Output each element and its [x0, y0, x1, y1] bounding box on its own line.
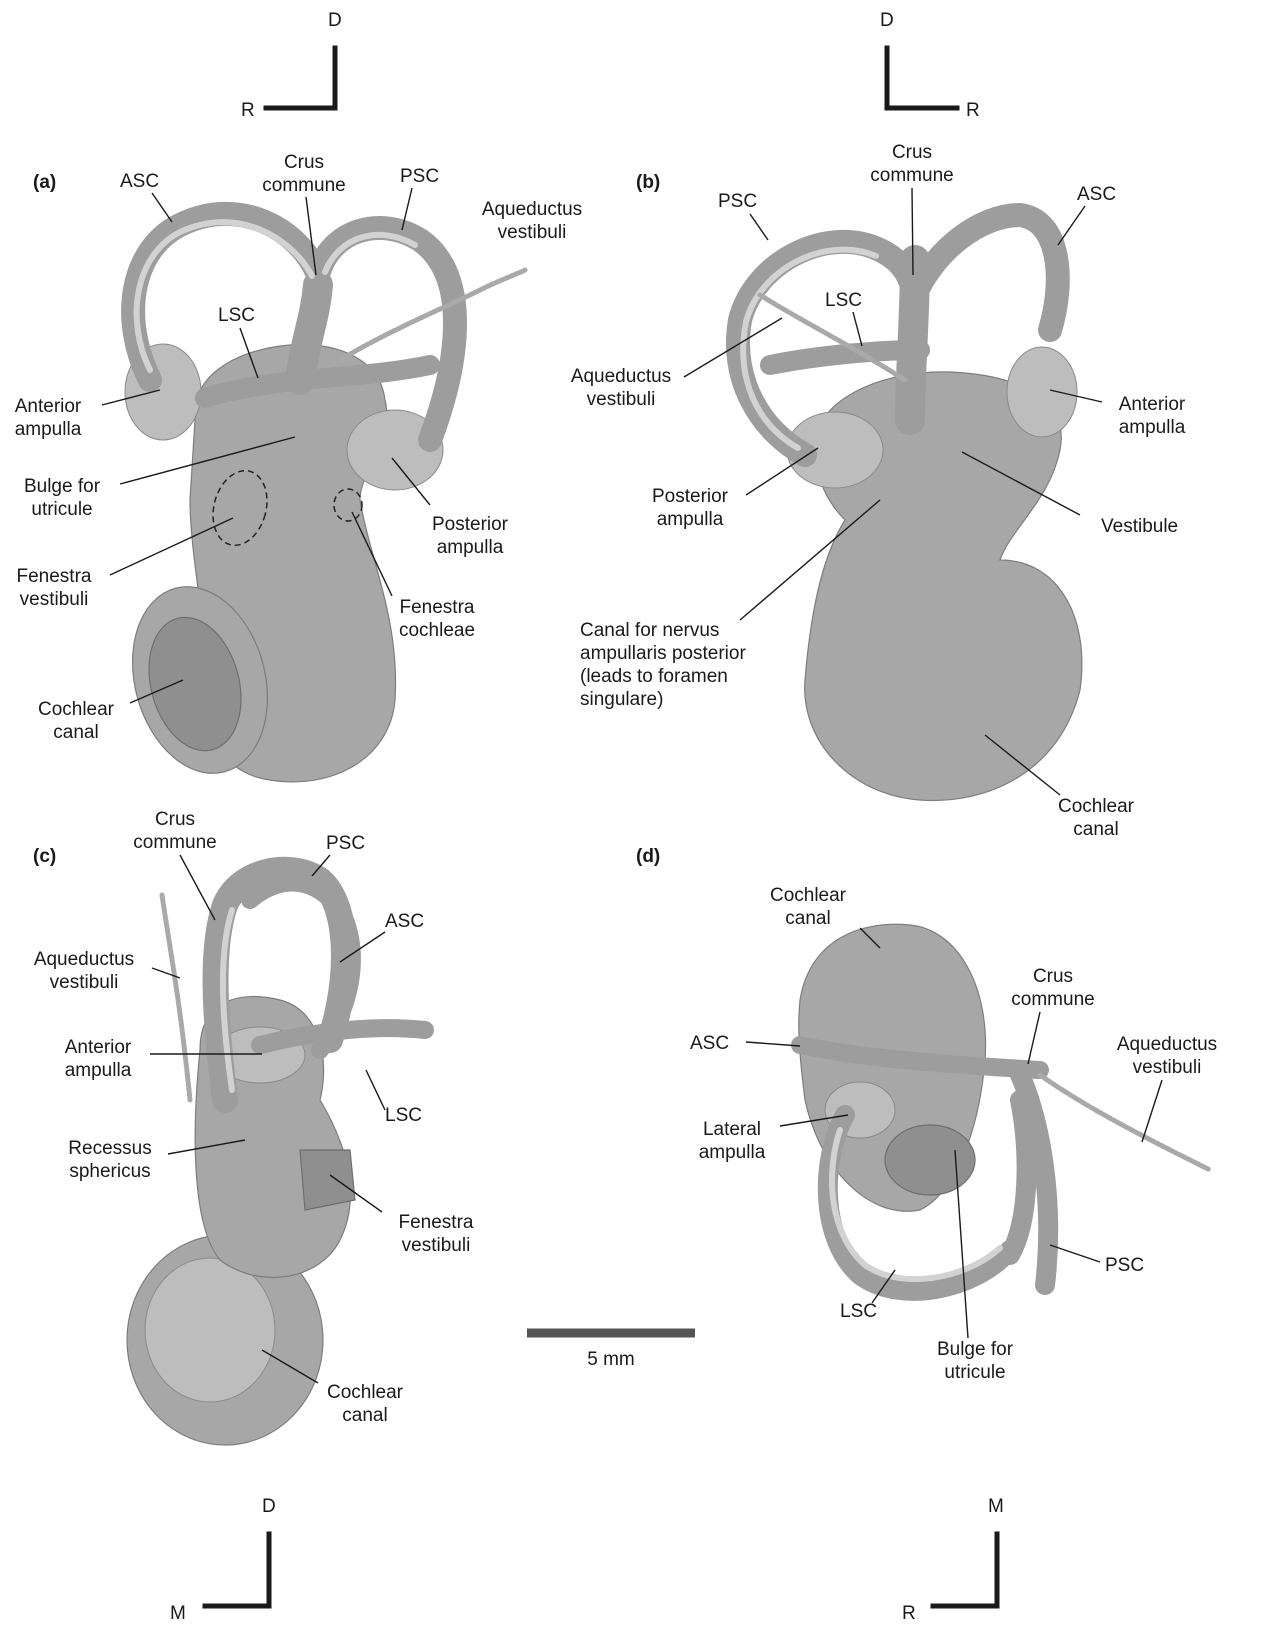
axis-label-dorsal: D: [328, 10, 342, 31]
label-canal-nervus-3: (leads to foramen: [580, 666, 728, 687]
label-cochlear-canal-2: canal: [1073, 819, 1118, 840]
label-asc: ASC: [1077, 184, 1116, 205]
label-lsc: LSC: [385, 1105, 422, 1126]
label-psc: PSC: [1105, 1255, 1144, 1276]
label-posterior-ampulla-2: ampulla: [437, 537, 504, 558]
label-cochlear-canal-2: canal: [785, 908, 830, 929]
axis-label-right: R: [241, 100, 255, 121]
axis-label-medial: M: [170, 1603, 186, 1624]
label-crus-commune-2: commune: [262, 175, 345, 196]
label-lsc: LSC: [218, 305, 255, 326]
label-aqueductus-1: Aqueductus: [571, 366, 671, 387]
scale-bar: 5 mm: [527, 1333, 695, 1370]
axis-label-right: R: [966, 100, 980, 121]
label-aqueductus-2: vestibuli: [587, 389, 656, 410]
label-fenestra-cochleae-2: cochleae: [399, 620, 475, 641]
label-vestibule: Vestibule: [1101, 516, 1178, 537]
label-asc: ASC: [690, 1033, 729, 1054]
label-recessus-sphericus-2: sphericus: [69, 1161, 150, 1182]
label-aqueductus-1: Aqueductus: [1117, 1034, 1217, 1055]
panel-label-c: (c): [33, 846, 56, 867]
orientation-marker-d: M R: [902, 1496, 1004, 1624]
label-anterior-ampulla-2: ampulla: [65, 1060, 132, 1081]
label-fenestra-cochleae-1: Fenestra: [400, 597, 475, 618]
label-lateral-ampulla-2: ampulla: [699, 1142, 766, 1163]
specimen-a: [113, 214, 525, 789]
label-posterior-ampulla-1: Posterior: [432, 514, 509, 535]
label-posterior-ampulla-2: ampulla: [657, 509, 724, 530]
axis-label-medial: M: [988, 1496, 1004, 1517]
label-fenestra-vestibuli-2: vestibuli: [402, 1235, 471, 1256]
panel-label-d: (d): [636, 846, 660, 867]
label-crus-commune-2: commune: [870, 165, 953, 186]
label-recessus-sphericus-1: Recessus: [68, 1138, 151, 1159]
label-fenestra-vestibuli-2: vestibuli: [20, 589, 89, 610]
label-canal-nervus-4: singulare): [580, 689, 663, 710]
label-fenestra-vestibuli-1: Fenestra: [399, 1212, 474, 1233]
label-canal-nervus-1: Canal for nervus: [580, 620, 719, 641]
label-bulge-utricule-2: utricule: [31, 499, 92, 520]
label-anterior-ampulla-2: ampulla: [15, 419, 82, 440]
label-crus-commune-1: Crus: [892, 142, 932, 163]
specimen-d: [799, 924, 1210, 1291]
label-lsc: LSC: [825, 290, 862, 311]
label-anterior-ampulla-1: Anterior: [1119, 394, 1186, 415]
label-lsc: LSC: [840, 1301, 877, 1322]
label-cochlear-canal-1: Cochlear: [1058, 796, 1135, 817]
label-cochlear-canal-2: canal: [342, 1405, 387, 1426]
label-aqueductus-1: Aqueductus: [34, 949, 134, 970]
label-anterior-ampulla-1: Anterior: [65, 1037, 132, 1058]
specimen-b: [738, 215, 1082, 800]
label-psc: PSC: [400, 166, 439, 187]
label-posterior-ampulla-1: Posterior: [652, 486, 729, 507]
label-cochlear-canal-1: Cochlear: [38, 699, 115, 720]
orientation-marker-b: D R: [880, 10, 980, 121]
label-crus-commune-1: Crus: [284, 152, 324, 173]
label-crus-commune-2: commune: [1011, 989, 1094, 1010]
orientation-marker-a: D R: [241, 10, 342, 121]
label-bulge-utricule-1: Bulge for: [24, 476, 101, 497]
axis-label-dorsal: D: [262, 1496, 276, 1517]
axis-label-dorsal: D: [880, 10, 894, 31]
label-cochlear-canal-2: canal: [53, 722, 98, 743]
label-aqueductus-2: vestibuli: [50, 972, 119, 993]
panel-label-b: (b): [636, 172, 660, 193]
label-anterior-ampulla-2: ampulla: [1119, 417, 1186, 438]
label-crus-commune-2: commune: [133, 832, 216, 853]
orientation-marker-c: D M: [170, 1496, 276, 1624]
label-cochlear-canal-1: Cochlear: [770, 885, 847, 906]
label-cochlear-canal-1: Cochlear: [327, 1382, 404, 1403]
label-crus-commune-1: Crus: [155, 809, 195, 830]
label-anterior-ampulla-1: Anterior: [15, 396, 82, 417]
label-psc: PSC: [718, 191, 757, 212]
label-canal-nervus-2: ampullaris posterior: [580, 643, 746, 664]
label-bulge-utricule-2: utricule: [944, 1362, 1005, 1383]
label-fenestra-vestibuli-1: Fenestra: [17, 566, 92, 587]
label-aqueductus-1: Aqueductus: [482, 199, 582, 220]
label-asc: ASC: [385, 911, 424, 932]
scale-bar-label: 5 mm: [587, 1349, 635, 1370]
axis-label-right: R: [902, 1603, 916, 1624]
label-crus-commune-1: Crus: [1033, 966, 1073, 987]
panel-label-a: (a): [33, 172, 56, 193]
label-psc: PSC: [326, 833, 365, 854]
label-asc: ASC: [120, 171, 159, 192]
label-aqueductus-2: vestibuli: [498, 222, 567, 243]
label-bulge-utricule-1: Bulge for: [937, 1339, 1014, 1360]
label-lateral-ampulla-1: Lateral: [703, 1119, 761, 1140]
label-aqueductus-2: vestibuli: [1133, 1057, 1202, 1078]
